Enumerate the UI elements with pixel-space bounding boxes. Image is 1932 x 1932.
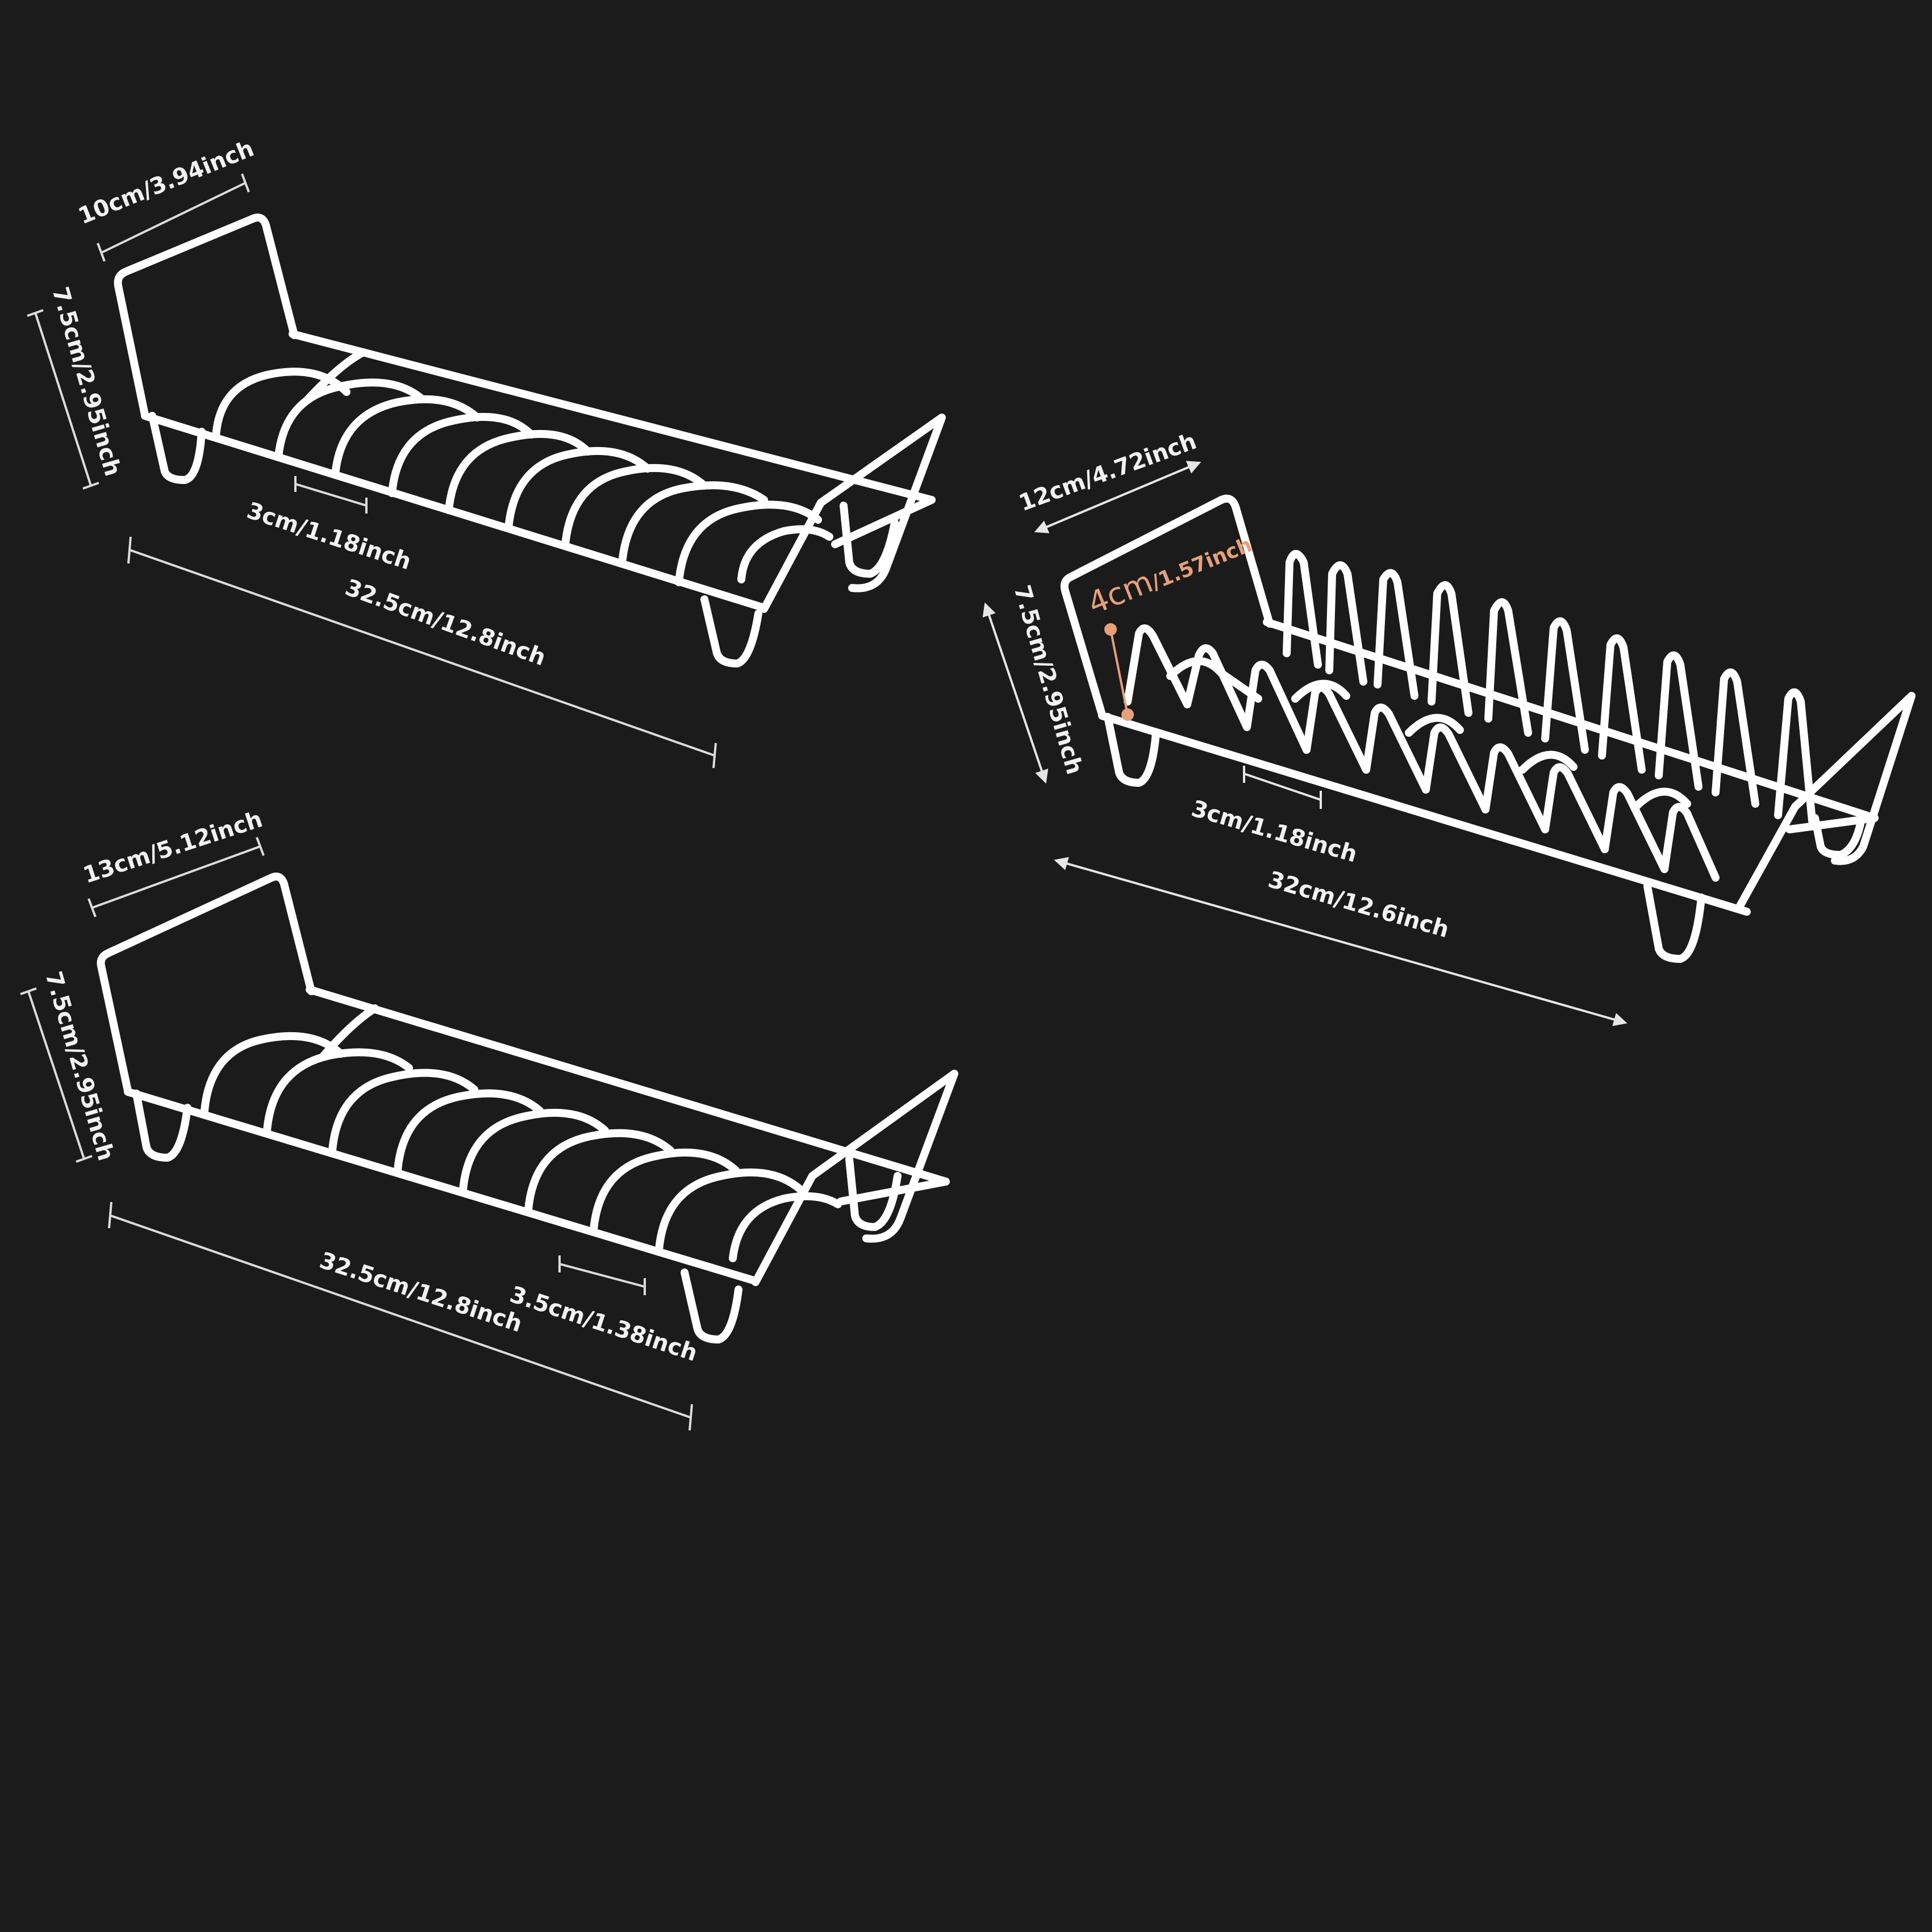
rack-a-wire-frame (114, 214, 946, 667)
rack-c-length-label: 32cm/12.6inch (1265, 866, 1452, 943)
rack-a-width-label: 10cm/3.94inch (75, 135, 258, 229)
rack-b-slot-label: 3.5cm/1.38inch (507, 1282, 700, 1367)
rack-a: 10cm/3.94inch 7.5cm/2.95inch 3cm/1.18inc… (27, 135, 946, 769)
rack-c-tine-height-metric: 4cm (1083, 564, 1158, 621)
rack-b-width-label: 13cm/5.12inch (80, 806, 266, 888)
rack-c-slot-label: 3cm/1.18inch (1188, 795, 1360, 867)
rack-b-dimension-lines (20, 837, 693, 1431)
rack-a-dimension-lines (27, 173, 717, 769)
rack-c-width-label: 12cm/4.72inch (1016, 428, 1200, 517)
rack-c-tine-height-label: 4cm/1.57inch (1083, 524, 1256, 621)
rack-c: 12cm/4.72inch 7.5cm/2.95inch 4cm/1.57inc… (982, 428, 1916, 1026)
rack-b: 13cm/5.12inch 7.5cm/2.95inch 32.5cm/12.8… (20, 806, 958, 1431)
rack-a-height-label: 7.5cm/2.95inch (47, 284, 126, 479)
rack-b-wire-frame (97, 873, 958, 1343)
rack-c-dimension-lines (982, 461, 1628, 1026)
rack-c-tine-height-imperial: /1.57inch (1148, 533, 1255, 595)
rack-c-wire-frame (1060, 494, 1916, 963)
rack-c-tine-height-marker (1104, 623, 1134, 721)
rack-a-length-label: 32.5cm/12.8inch (342, 574, 549, 671)
rack-c-height-label: 7.5cm/2.95inch (1008, 582, 1087, 777)
rack-a-slot-label: 3cm/1.18inch (244, 498, 414, 575)
